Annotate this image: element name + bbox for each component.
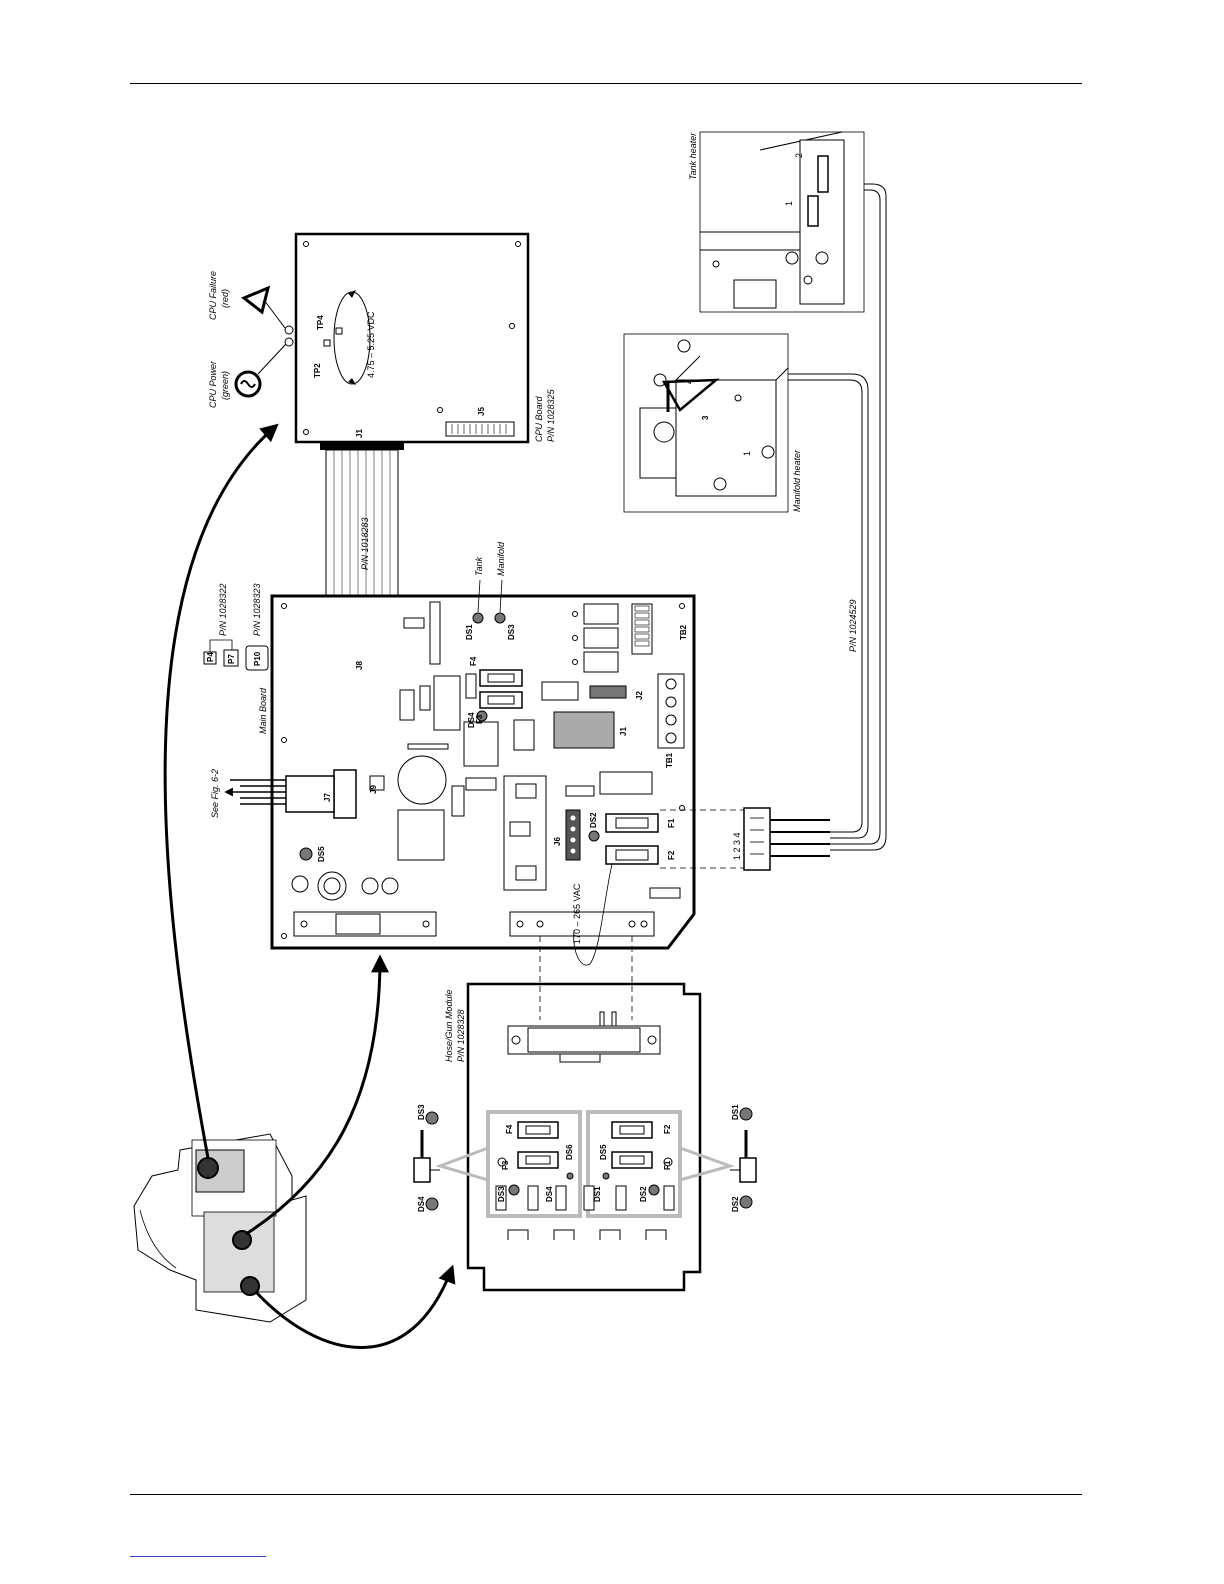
melter-cpu-callout (197, 1157, 219, 1179)
j8-label: J8 (355, 661, 364, 670)
tank-heater-label: Tank heater (688, 132, 698, 180)
module-ds6-label: DS6 (565, 1144, 574, 1160)
tp4-label: TP4 (316, 315, 325, 330)
header-rule (130, 83, 1082, 84)
melter-module-callout (240, 1276, 260, 1296)
cpu-failure-icon (241, 285, 271, 315)
p7-shape (223, 649, 239, 667)
side-ds1-label: DS1 (731, 1104, 740, 1120)
side-ds3-label: DS3 (417, 1104, 426, 1120)
main-ds5-label: DS5 (317, 846, 326, 862)
cpu-board-label: CPU Board (534, 395, 544, 442)
footer-rule (130, 1494, 1082, 1495)
module-ds4-label: DS4 (545, 1186, 554, 1202)
melter-unit-illustration (133, 1133, 307, 1323)
hose-gun-module (413, 936, 757, 1292)
module-ds5-label: DS5 (599, 1144, 608, 1160)
footer-link-underline[interactable] (130, 1556, 266, 1557)
side-ds4-label: DS4 (417, 1196, 426, 1212)
pn-1028323-label: P/N 1028323 (252, 583, 262, 636)
module-ds1-label: DS1 (593, 1186, 602, 1202)
cpu-failure-led (284, 325, 294, 335)
cpu-board-pn: P/N 1028325 (546, 388, 556, 442)
main-ds5-led (299, 847, 313, 861)
tank-label: Tank (474, 556, 484, 576)
hose-gun-module-label: Hose/Gun Module (444, 989, 454, 1062)
cpu-board (284, 232, 530, 444)
main-f2-label: F2 (667, 850, 676, 860)
main-board-label: Main Board (258, 687, 268, 734)
p7-label: P7 (227, 654, 236, 664)
j9-label: J9 (369, 785, 378, 794)
main-ds1-label: DS1 (465, 624, 474, 640)
pn-1028322-label: P/N 1028322 (218, 583, 228, 636)
p4-label: P4 (206, 652, 215, 662)
side-ds2-label: DS2 (731, 1196, 740, 1212)
tank-num-2: 2 (794, 153, 804, 158)
main-ds4-label: DS4 (467, 712, 476, 728)
callout-arrows (163, 423, 456, 1349)
j6-connector (565, 809, 581, 861)
main-ds2-led (588, 830, 600, 842)
cable-pn-label: P/N 1024529 (848, 599, 858, 652)
main-f3-label: F3 (475, 714, 484, 724)
tb2-label: TB2 (679, 624, 688, 640)
voltage-label: 4.75 – 5.25 VDC (366, 311, 376, 378)
main-j1-block (553, 711, 615, 749)
j9-connector (369, 775, 385, 791)
cpu-power-led (284, 337, 294, 347)
main-board (224, 579, 696, 966)
ribbon-pn-label: P/N 1018283 (360, 517, 370, 570)
tp2-label: TP2 (313, 363, 322, 378)
cpu-failure-color: (red) (220, 289, 230, 308)
pins-label: 1 2 3 4 (732, 832, 742, 860)
main-ds2-label: DS2 (589, 812, 598, 828)
module-f3-label: F3 (501, 1160, 510, 1170)
manifold-heater-label: Manifold heater (792, 449, 802, 512)
cpu-power-label: CPU Power (208, 360, 218, 408)
heater-harness (660, 183, 887, 871)
j5-label: J5 (477, 407, 486, 416)
main-j2-label: J2 (635, 691, 644, 700)
module-f2-label: F2 (663, 1124, 672, 1134)
cpu-j1-label: J1 (355, 429, 364, 438)
main-f4-label: F4 (469, 656, 478, 666)
cpu-failure-label: CPU Failure (208, 271, 218, 320)
heater-plug (743, 807, 771, 871)
see-fig-label: See Fig. 6-2 (210, 769, 220, 818)
vac-label: 170 – 265 VAC (572, 883, 582, 944)
main-ds4-led (476, 710, 488, 722)
module-ds3-label: DS3 (497, 1186, 506, 1202)
tank-heater-illustration (699, 131, 865, 313)
p10-shape (245, 645, 269, 671)
manifold-num-4: 4 (685, 379, 694, 384)
main-f1-label: F1 (667, 818, 676, 828)
p10-label: P10 (253, 651, 262, 666)
j5-connector (445, 421, 515, 437)
main-ds3-led (494, 612, 506, 624)
module-ds2-label: DS2 (639, 1186, 648, 1202)
manifold-label: Manifold (496, 541, 506, 576)
hose-gun-pn-label: P/N 1028328 (456, 1009, 466, 1062)
tp2-point (323, 339, 331, 347)
tp4-point (335, 327, 343, 335)
melter-main-callout (232, 1230, 252, 1250)
manifold-num-1: 1 (742, 451, 752, 456)
main-ds3-label: DS3 (507, 624, 516, 640)
tb1-label: TB1 (665, 752, 674, 768)
main-ds1-led (472, 612, 484, 624)
j7-connector (333, 769, 357, 819)
manifold-num-3: 3 (701, 415, 710, 420)
module-f4-label: F4 (505, 1124, 514, 1134)
manifold-heater-illustration (623, 333, 789, 513)
main-j1-label: J1 (619, 727, 628, 736)
j7-label: J7 (323, 793, 332, 802)
cpu-power-color: (green) (220, 371, 230, 400)
tank-num-1: 1 (784, 201, 794, 206)
module-f1-label: F1 (663, 1160, 672, 1170)
j6-label: J6 (553, 837, 562, 846)
